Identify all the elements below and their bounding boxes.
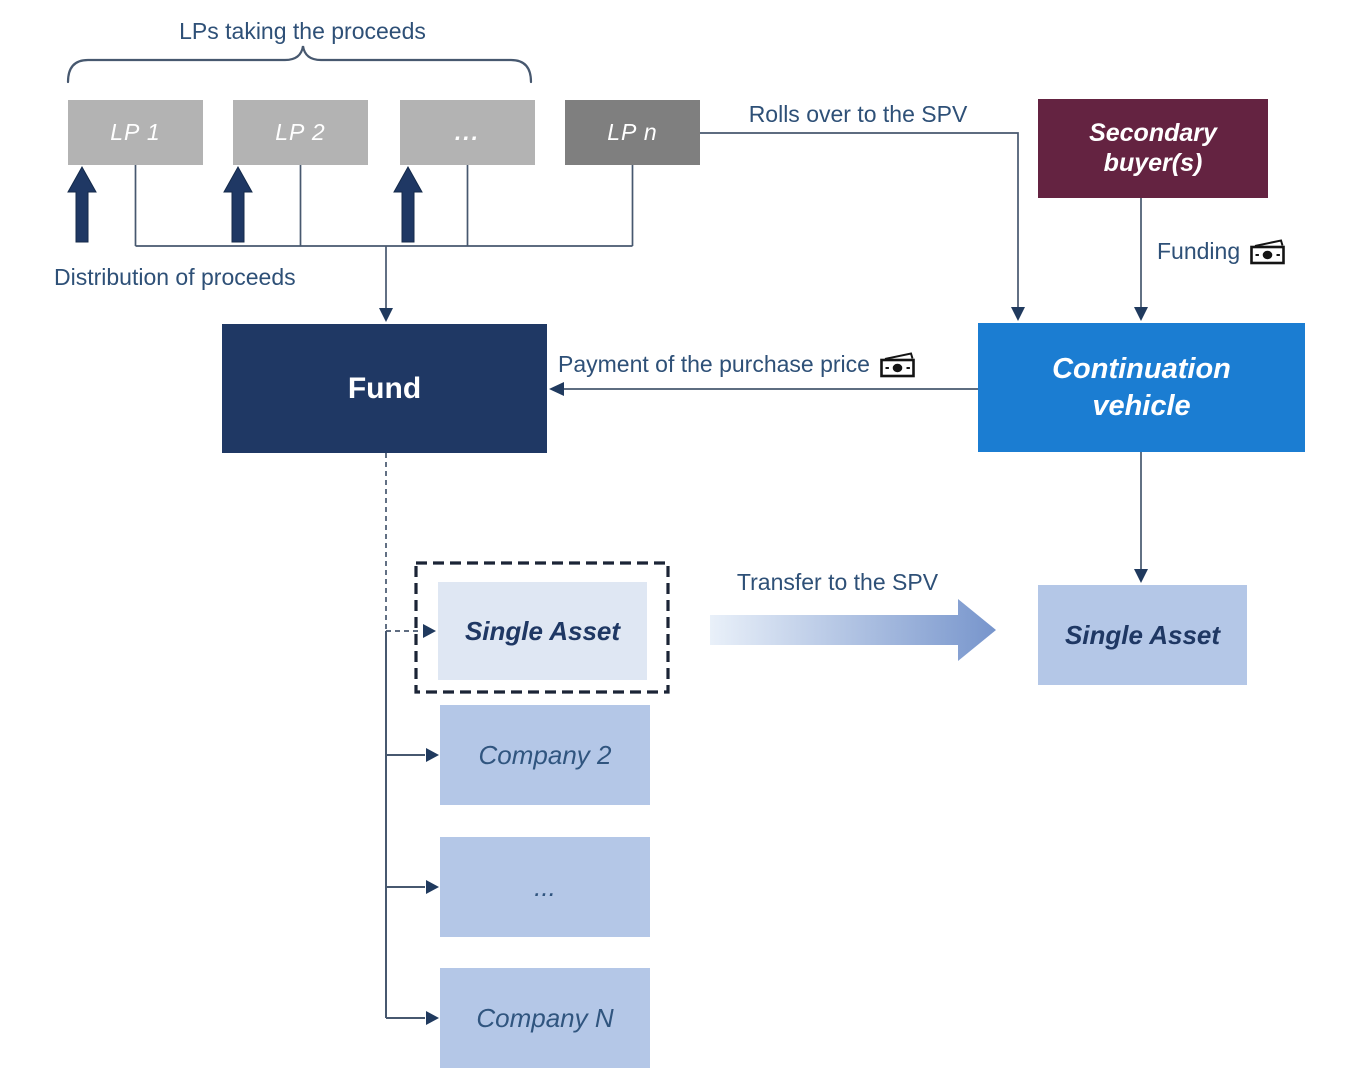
- distribution-of-proceeds-label: Distribution of proceeds: [54, 264, 296, 290]
- company-n-box: Company N: [440, 968, 650, 1068]
- funding-label-text: Funding: [1157, 238, 1241, 264]
- payment-label: Payment of the purchase price: [558, 351, 916, 378]
- payment-connector: [549, 382, 978, 396]
- funding-connector: [1134, 197, 1148, 321]
- lp2-box: LP 2: [233, 100, 368, 165]
- company-2-box: Company 2: [440, 705, 650, 805]
- transfer-label: Transfer to the SPV: [736, 569, 939, 595]
- payment-label-text: Payment of the purchase price: [558, 351, 870, 377]
- continuation-vehicle-box: Continuation vehicle: [978, 323, 1305, 452]
- distribution-up-arrows: [67, 165, 423, 243]
- secondary-buyers-box: Secondary buyer(s): [1038, 99, 1268, 198]
- rolls-over-connector: [700, 132, 1025, 321]
- company-ellipsis-box: ...: [440, 837, 650, 937]
- funding-label: Funding: [1157, 238, 1286, 265]
- lp-distribution-connectors: [134, 165, 634, 322]
- lpn-box: LP n: [565, 100, 700, 165]
- up-arrow-icon: [67, 165, 97, 243]
- money-banknotes-icon: [1250, 238, 1285, 264]
- up-arrow-icon: [393, 165, 423, 243]
- lps-brace-label: LPs taking the proceeds: [179, 18, 426, 44]
- single-asset-spv-box: Single Asset: [1038, 585, 1247, 685]
- rolls-over-label: Rolls over to the SPV: [748, 101, 968, 127]
- money-banknotes-icon: [880, 351, 915, 377]
- transfer-arrow: [710, 599, 996, 661]
- single-asset-fund-box: Single Asset: [438, 582, 647, 680]
- fund-holdings-connectors: [385, 453, 439, 1025]
- lp-ellipsis-box: ...: [400, 100, 535, 165]
- lp1-box: LP 1: [68, 100, 203, 165]
- cv-to-single-asset-connector: [1134, 452, 1148, 583]
- fund-box: Fund: [222, 324, 547, 453]
- lps-brace: [66, 45, 533, 84]
- single-asset-dashed-outline: [414, 561, 670, 694]
- up-arrow-icon: [223, 165, 253, 243]
